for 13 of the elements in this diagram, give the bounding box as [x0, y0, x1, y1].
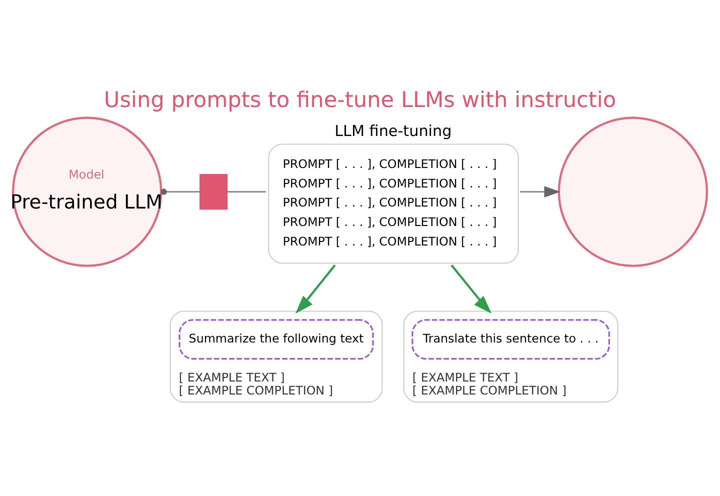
node-box [199, 174, 228, 210]
arrow [295, 264, 336, 314]
arrow [520, 186, 560, 198]
node-circle [558, 116, 708, 267]
connector [227, 191, 266, 192]
arrow [450, 264, 492, 314]
node-circle: Model Pre-trained LLM [12, 116, 162, 267]
connector [160, 188, 200, 195]
node-label: LLM fine-tuning [334, 122, 452, 140]
node-box: PROMPT [ . . . ], COMPLETION [ . . . ] PROMPT [ . . . ], COMPLETION [ . . . ] PROMPT [ . . . ], COMPLETION [ . . . ] PROMPT [ . . . ], COMPLETION [ . . . ] PROMPT [ . . . ], COMPLETION [ . . . ] [268, 144, 519, 264]
node-box: Summarize the following text [178, 319, 374, 360]
diagram-title: Using prompts to fine-tune LLMs with instructio [104, 88, 616, 113]
node-box: Translate this sentence to . . . [412, 319, 610, 360]
